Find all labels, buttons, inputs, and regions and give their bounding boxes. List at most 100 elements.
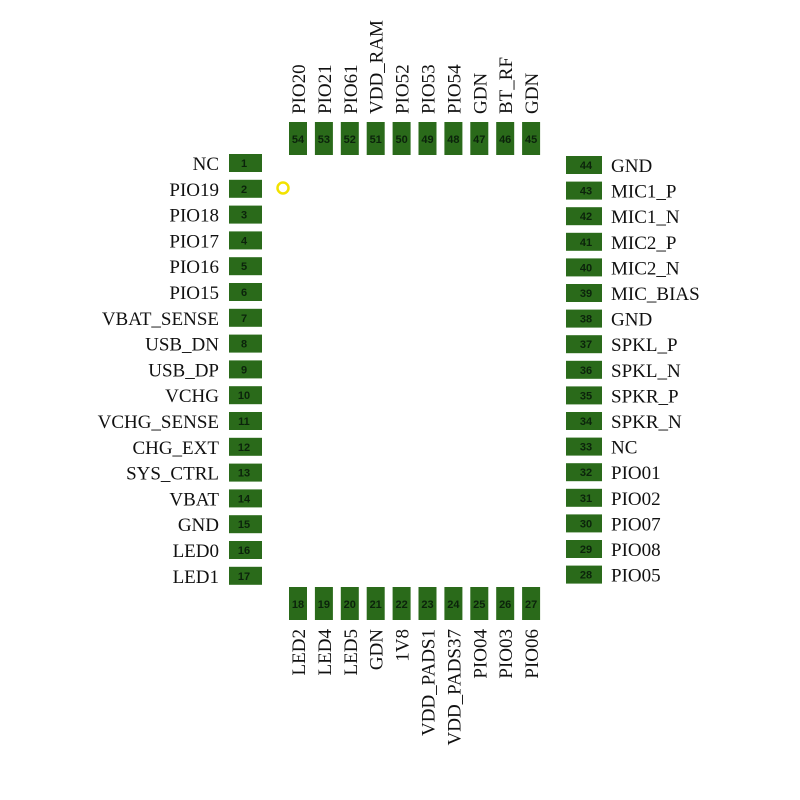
- pin-label-19: LED4: [315, 629, 336, 676]
- pin-number-23: 23: [421, 599, 433, 611]
- pin-number-45: 45: [525, 134, 537, 146]
- pin-number-6: 6: [241, 287, 247, 299]
- pin-number-42: 42: [580, 211, 592, 223]
- pin-label-40: MIC2_N: [611, 258, 680, 279]
- pin-label-49: PIO53: [419, 64, 440, 114]
- pad-46: [496, 122, 515, 155]
- pin-number-22: 22: [395, 599, 407, 611]
- pin-number-28: 28: [580, 570, 592, 582]
- pin-label-18: LED2: [289, 629, 310, 675]
- pad-30: [566, 514, 602, 533]
- pin-label-27: PIO06: [522, 629, 543, 679]
- pin-number-7: 7: [241, 313, 247, 325]
- pin-number-11: 11: [238, 416, 250, 428]
- left-pin-row: 1NC2PIO193PIO184PIO175PIO166PIO157VBAT_S…: [98, 154, 262, 588]
- pin-number-51: 51: [370, 134, 382, 146]
- pin-number-21: 21: [370, 599, 382, 611]
- pin-label-20: LED5: [341, 629, 362, 675]
- pin-1: 1NC: [193, 154, 262, 175]
- pin-label-23: VDD_PADS1: [419, 629, 440, 736]
- pad-23: [418, 587, 437, 620]
- pin-label-52: PIO61: [341, 64, 362, 114]
- pad-54: [289, 122, 307, 155]
- pin-label-38: GND: [611, 310, 652, 331]
- pin-label-30: PIO07: [611, 514, 661, 535]
- pad-7: [229, 308, 262, 327]
- pad-12: [229, 437, 262, 456]
- pin-number-29: 29: [580, 544, 592, 556]
- pin-number-34: 34: [580, 416, 593, 428]
- pad-21: [366, 587, 385, 620]
- pin-label-14: VBAT: [169, 489, 219, 510]
- pin-label-37: SPKL_P: [611, 335, 678, 356]
- pin-number-44: 44: [580, 160, 593, 172]
- pad-44: [566, 156, 602, 174]
- pin-label-34: SPKR_N: [611, 412, 682, 433]
- pad-6: [229, 283, 262, 301]
- pin-number-49: 49: [421, 134, 433, 146]
- pad-28: [566, 565, 602, 584]
- pin-label-32: PIO01: [611, 463, 661, 484]
- pad-16: [229, 541, 262, 559]
- pad-13: [229, 463, 262, 482]
- pin-number-10: 10: [238, 390, 250, 402]
- bottom-pin-row: 18LED219LED420LED521GDN221V823VDD_PADS12…: [289, 587, 543, 746]
- pin-number-26: 26: [499, 599, 511, 611]
- pin-label-31: PIO02: [611, 489, 661, 510]
- pin-label-8: USB_DN: [145, 335, 219, 356]
- pin-label-25: PIO04: [470, 629, 491, 679]
- pad-40: [566, 258, 602, 277]
- pad-37: [566, 335, 602, 354]
- pin-number-1: 1: [241, 158, 247, 170]
- pad-45: [522, 122, 541, 155]
- pin-number-37: 37: [580, 339, 592, 351]
- pin-label-44: GND: [611, 156, 652, 177]
- pad-4: [229, 231, 262, 250]
- pin-number-15: 15: [238, 519, 250, 531]
- pin-number-30: 30: [580, 518, 592, 530]
- pin-label-33: NC: [611, 438, 637, 459]
- pin-number-32: 32: [580, 467, 592, 479]
- pin-number-16: 16: [238, 545, 250, 557]
- pin-number-54: 54: [292, 134, 305, 146]
- pad-2: [229, 179, 262, 198]
- pad-36: [566, 360, 602, 379]
- pin-label-21: GDN: [367, 629, 388, 670]
- pad-9: [229, 360, 262, 379]
- pad-22: [392, 587, 411, 620]
- pin-number-24: 24: [447, 599, 460, 611]
- pad-53: [314, 122, 333, 155]
- pin-8: 8 USB_DN: [145, 334, 262, 356]
- pad-29: [566, 540, 602, 558]
- pad-38: [566, 309, 602, 328]
- pin-label-41: MIC2_P: [611, 233, 676, 254]
- pin-number-47: 47: [473, 134, 485, 146]
- pin-number-8: 8: [241, 339, 247, 351]
- pad-25: [470, 587, 489, 620]
- pin-label-4: PIO17: [169, 231, 219, 252]
- pin-label-5: PIO16: [169, 257, 219, 278]
- pin-label-35: SPKR_P: [611, 386, 679, 407]
- pin-number-19: 19: [318, 599, 330, 611]
- pin-label-36: SPKL_N: [611, 361, 681, 382]
